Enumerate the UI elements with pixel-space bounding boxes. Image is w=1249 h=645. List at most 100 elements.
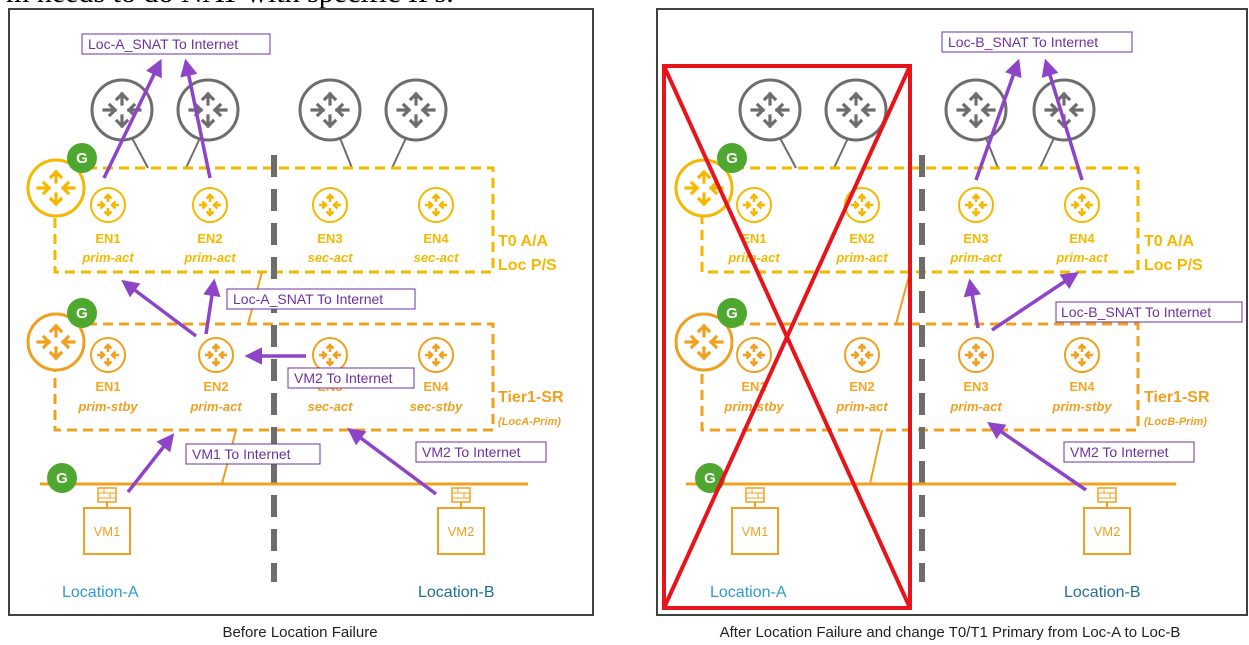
svg-text:prim-stby: prim-stby xyxy=(1051,399,1112,414)
traffic-arrows xyxy=(102,58,438,496)
right-t1-nat-label: Loc-B_SNAT To Internet xyxy=(1061,304,1211,320)
right-caption: After Location Failure and change T0/T1 … xyxy=(719,624,1181,641)
t0-node-en3: EN3 sec-act xyxy=(308,187,353,265)
t1-label: Tier1-SR xyxy=(498,389,564,406)
svg-text:prim-act: prim-act xyxy=(835,250,888,265)
location-a-label: Location-A xyxy=(62,584,139,601)
svg-text:EN3: EN3 xyxy=(963,231,988,246)
svg-text:sec-act: sec-act xyxy=(414,250,459,265)
physical-router-icon xyxy=(384,78,448,169)
location-b-label: Location-B xyxy=(1064,584,1141,601)
t1-node-en3: EN3 prim-act xyxy=(949,337,1002,414)
svg-text:sec-act: sec-act xyxy=(308,399,353,414)
location-a-label: Location-A xyxy=(710,584,787,601)
svg-text:prim-act: prim-act xyxy=(727,250,780,265)
firewall-icon xyxy=(745,487,765,503)
svg-text:EN4: EN4 xyxy=(423,231,449,246)
left-vm2-label: VM2 To Internet xyxy=(422,444,521,460)
t0-label: T0 A/A xyxy=(1144,233,1195,250)
svg-text:G: G xyxy=(726,305,738,322)
svg-text:EN4: EN4 xyxy=(1069,379,1095,394)
svg-text:G: G xyxy=(704,470,716,487)
t0-node-en2: EN2 prim-act xyxy=(183,187,236,265)
svg-text:EN2: EN2 xyxy=(849,379,874,394)
svg-text:EN1: EN1 xyxy=(95,379,120,394)
svg-text:EN4: EN4 xyxy=(423,379,449,394)
svg-text:EN2: EN2 xyxy=(203,379,228,394)
t0-node-en2: EN2 prim-act xyxy=(835,187,888,265)
svg-text:prim-act: prim-act xyxy=(183,250,236,265)
left-caption: Before Location Failure xyxy=(222,624,378,641)
t1-label: Tier1-SR xyxy=(1144,389,1210,406)
t0-sublabel: Loc P/S xyxy=(1144,257,1203,274)
t0-node-en1: EN1 prim-act xyxy=(727,187,780,265)
global-badge-icon: G xyxy=(717,298,747,328)
left-vm1-label: VM1 To Internet xyxy=(192,446,291,462)
t0-router-icon xyxy=(674,158,734,218)
t0-t1-link xyxy=(895,271,911,325)
svg-text:VM1: VM1 xyxy=(742,524,769,539)
physical-router-icon xyxy=(298,78,362,169)
physical-router-icon xyxy=(944,78,1008,169)
svg-text:EN2: EN2 xyxy=(849,231,874,246)
location-b-label: Location-B xyxy=(418,584,495,601)
svg-text:prim-act: prim-act xyxy=(189,399,242,414)
svg-text:EN1: EN1 xyxy=(741,231,766,246)
svg-text:EN4: EN4 xyxy=(1069,231,1095,246)
t1-node-en4: EN4 prim-stby xyxy=(1051,337,1112,414)
t0-router-icon xyxy=(26,158,86,218)
t0-sublabel: Loc P/S xyxy=(498,257,557,274)
svg-text:sec-stby: sec-stby xyxy=(410,399,464,414)
physical-router-icon xyxy=(1032,78,1096,169)
t1-node-en1: EN1 prim-stby xyxy=(77,337,138,414)
right-vm2-label: VM2 To Internet xyxy=(1070,444,1169,460)
left-diagram: G G EN1 prim-act EN2 prim-act EN3 xyxy=(26,33,564,601)
firewall-icon xyxy=(97,487,117,503)
t1-sublabel: (LocB-Prim) xyxy=(1144,416,1207,428)
svg-text:G: G xyxy=(726,150,738,167)
svg-text:EN2: EN2 xyxy=(197,231,222,246)
svg-text:VM2: VM2 xyxy=(1094,524,1121,539)
svg-text:prim-act: prim-act xyxy=(949,250,1002,265)
t1-node-en1: EN1 prim-stby xyxy=(723,337,784,414)
t1-sublabel: (LocA-Prim) xyxy=(498,416,561,428)
left-t1-nat-label: Loc-A_SNAT To Internet xyxy=(233,291,383,307)
left-vm2-t1-label: VM2 To Internet xyxy=(294,370,393,386)
physical-router-icon xyxy=(176,78,240,169)
svg-text:prim-act: prim-act xyxy=(949,399,1002,414)
svg-text:sec-act: sec-act xyxy=(308,250,353,265)
t0-node-en4: EN4 prim-act xyxy=(1055,187,1108,265)
t1-router-icon xyxy=(26,312,86,372)
vm1-box xyxy=(731,507,779,555)
physical-router-icon xyxy=(824,78,888,169)
firewall-icon xyxy=(451,487,471,503)
svg-text:VM1: VM1 xyxy=(94,524,121,539)
global-badge-icon: G xyxy=(47,463,77,493)
svg-text:prim-act: prim-act xyxy=(81,250,134,265)
global-badge-icon: G xyxy=(695,463,725,493)
svg-text:G: G xyxy=(76,150,88,167)
global-badge-icon: G xyxy=(717,143,747,173)
svg-text:EN1: EN1 xyxy=(95,231,120,246)
svg-text:G: G xyxy=(56,470,68,487)
t0-node-en3: EN3 prim-act xyxy=(949,187,1002,265)
t1-node-en4: EN4 sec-stby xyxy=(410,337,464,414)
vm2-box xyxy=(437,507,485,555)
t1-node-en2: EN2 prim-act xyxy=(189,337,242,414)
left-t0-nat-label: Loc-A_SNAT To Internet xyxy=(88,36,238,52)
physical-router-icon xyxy=(738,78,802,169)
vm1-box xyxy=(83,507,131,555)
t0-node-en4: EN4 sec-act xyxy=(414,187,459,265)
svg-text:EN3: EN3 xyxy=(963,379,988,394)
svg-text:prim-stby: prim-stby xyxy=(77,399,138,414)
svg-text:EN1: EN1 xyxy=(741,379,766,394)
svg-text:G: G xyxy=(76,305,88,322)
svg-text:EN3: EN3 xyxy=(317,231,342,246)
t1-segment-link xyxy=(869,429,883,485)
global-badge-icon: G xyxy=(67,143,97,173)
svg-text:prim-act: prim-act xyxy=(1055,250,1108,265)
vm2-box xyxy=(1083,507,1131,555)
svg-text:prim-act: prim-act xyxy=(835,399,888,414)
t0-node-en1: EN1 prim-act xyxy=(81,187,134,265)
